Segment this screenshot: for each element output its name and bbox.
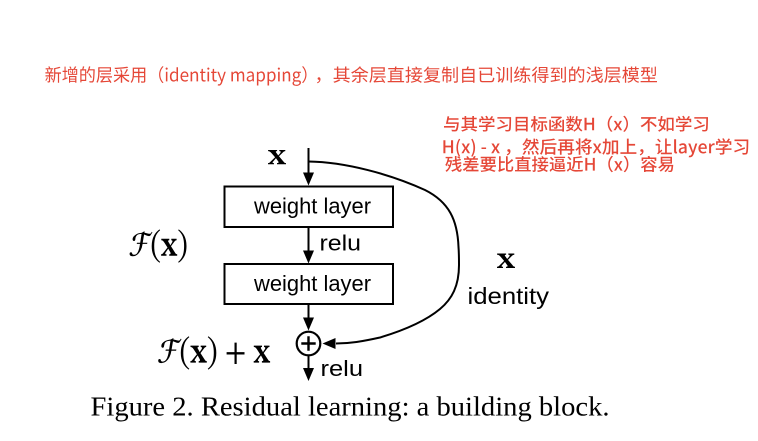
- svg-text:relu: relu: [320, 231, 362, 256]
- svg-text:relu: relu: [321, 356, 364, 381]
- svg-text:identity: identity: [468, 283, 550, 309]
- svg-text:Figure 2. Residual learning: a: Figure 2. Residual learning: a building …: [91, 391, 610, 421]
- svg-text:weight layer: weight layer: [253, 194, 371, 219]
- svg-text:weight layer: weight layer: [253, 271, 371, 296]
